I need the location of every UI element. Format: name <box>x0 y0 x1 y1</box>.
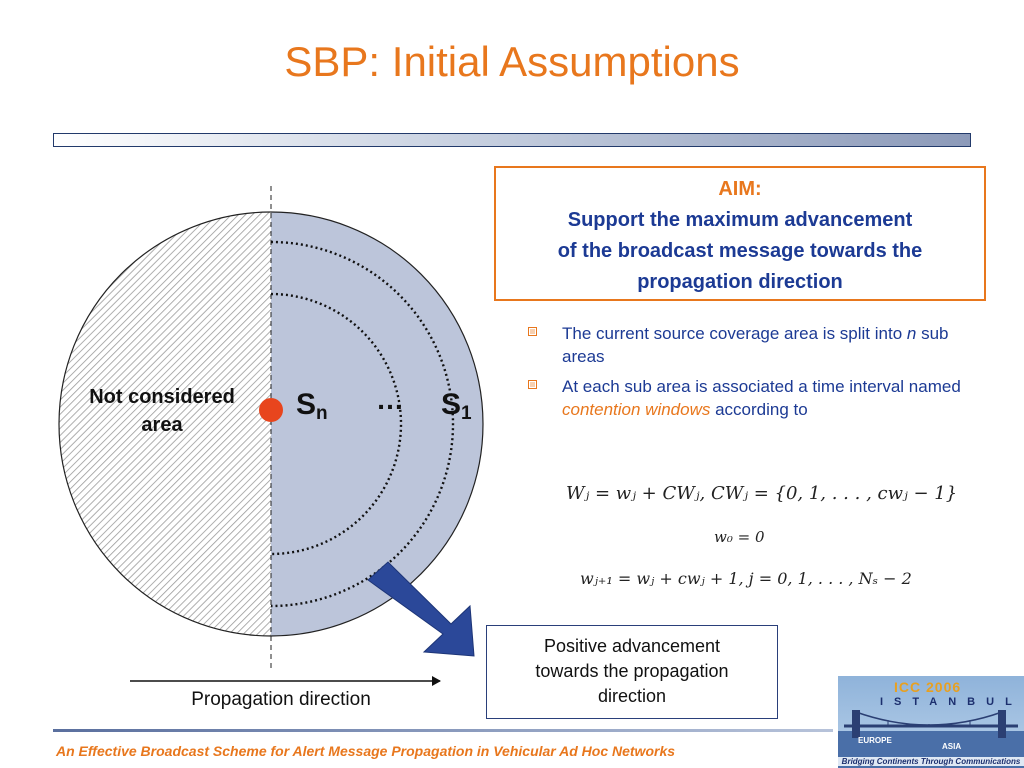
not-considered-half <box>59 212 271 636</box>
checkbox-bullet-icon <box>528 380 537 389</box>
sub-area-arc-inner <box>270 292 403 556</box>
positive-line-3: direction <box>597 686 667 706</box>
sub-area-sn-label: Sn <box>296 388 328 425</box>
positive-advancement-box: Positive advancement towards the propaga… <box>486 625 778 719</box>
bullet-2-suffix: according to <box>710 400 808 419</box>
advancement-arrow <box>367 561 475 657</box>
bullet-1-suffix: sub areas <box>562 324 949 366</box>
footer-divider <box>53 729 833 732</box>
logo-tagline: Bridging Continents Through Communicatio… <box>838 757 1024 766</box>
s1-main: S <box>441 388 462 421</box>
aim-label: AIM: <box>718 178 762 200</box>
aim-text-line-2: of the broadcast message towards the <box>557 240 923 262</box>
aim-box: AIM: Support the maximum advancement of … <box>494 166 986 301</box>
sub-area-arc-outer <box>270 240 455 608</box>
not-considered-line-2: area <box>141 414 183 436</box>
positive-line-2: towards the propagation <box>535 661 729 681</box>
sub-area-s1-label: S1 <box>441 388 472 425</box>
logo-asia: ASIA <box>942 742 962 751</box>
checkbox-bullet-icon <box>528 327 537 336</box>
considered-half <box>271 212 483 636</box>
sn-main: S <box>296 388 317 421</box>
logo-europe: EUROPE <box>858 736 892 745</box>
source-node-dot <box>259 398 283 422</box>
bullet-1-italic: n <box>906 324 917 343</box>
aim-text-line-3: propagation direction <box>637 271 843 293</box>
s1-subscript: 1 <box>461 403 472 424</box>
equation-window-definition: Wⱼ = wⱼ + CWⱼ, CWⱼ = {0, 1, . . . , cwⱼ … <box>566 483 958 504</box>
logo-city: ISTANBUL <box>880 696 1023 708</box>
sn-subscript: n <box>316 403 328 424</box>
not-considered-line-1: Not considered <box>89 386 235 408</box>
bullet-1-prefix: The current source coverage area is spli… <box>562 324 907 343</box>
footer-text: An Effective Broadcast Scheme for Alert … <box>56 743 676 759</box>
aim-text-line-1: Support the maximum advancement <box>567 209 913 231</box>
title-divider-bar <box>53 133 971 147</box>
bullet-2-highlight: contention windows <box>562 400 711 419</box>
logo-event: ICC 2006 <box>894 679 962 695</box>
equation-initial-value: w₀ = 0 <box>714 528 765 546</box>
propagation-arrow-head <box>432 676 441 686</box>
slide-title: SBP: Initial Assumptions <box>284 38 740 85</box>
equation-recurrence: wⱼ₊₁ = wⱼ + cwⱼ + 1, j = 0, 1, . . . , N… <box>580 569 912 588</box>
bullet-item: The current source coverage area is spli… <box>524 322 984 368</box>
conference-logo: ICC 2006 ISTANBUL EUROPE ASIA Bridging C… <box>838 676 1024 768</box>
bullet-list: The current source coverage area is spli… <box>524 322 984 428</box>
positive-line-1: Positive advancement <box>543 636 721 656</box>
not-considered-area-label: Not considered area <box>62 383 262 439</box>
propagation-direction-label: Propagation direction <box>191 689 371 710</box>
sub-area-ellipsis: … <box>376 384 404 415</box>
bullet-item: At each sub area is associated a time in… <box>524 375 984 421</box>
bullet-2-prefix: At each sub area is associated a time in… <box>562 377 961 396</box>
